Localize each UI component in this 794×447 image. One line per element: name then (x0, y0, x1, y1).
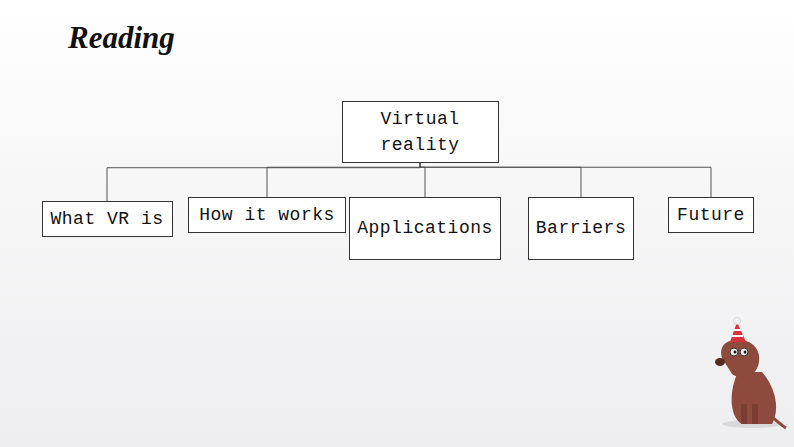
topic-box: Applications (349, 197, 501, 260)
topic-box: What VR is (42, 201, 173, 237)
node-label: How it works (199, 202, 335, 228)
tree-connector (267, 163, 420, 197)
node-label: What VR is (50, 206, 163, 232)
topic-box: Future (668, 197, 754, 233)
tree-connector (420, 163, 711, 197)
topic-box: How it works (188, 197, 346, 233)
node-label: Future (677, 202, 745, 228)
tree-connector (107, 163, 420, 201)
node-label: Barriers (536, 215, 626, 241)
tree-connector (420, 163, 581, 197)
dog-figure (715, 318, 786, 429)
topic-box: Barriers (528, 197, 634, 260)
tree-connector (420, 163, 425, 197)
slide-title: Reading (68, 20, 175, 56)
root-box: Virtual reality (342, 101, 499, 163)
node-label: Applications (357, 215, 493, 241)
node-label: Virtual reality (349, 106, 492, 158)
